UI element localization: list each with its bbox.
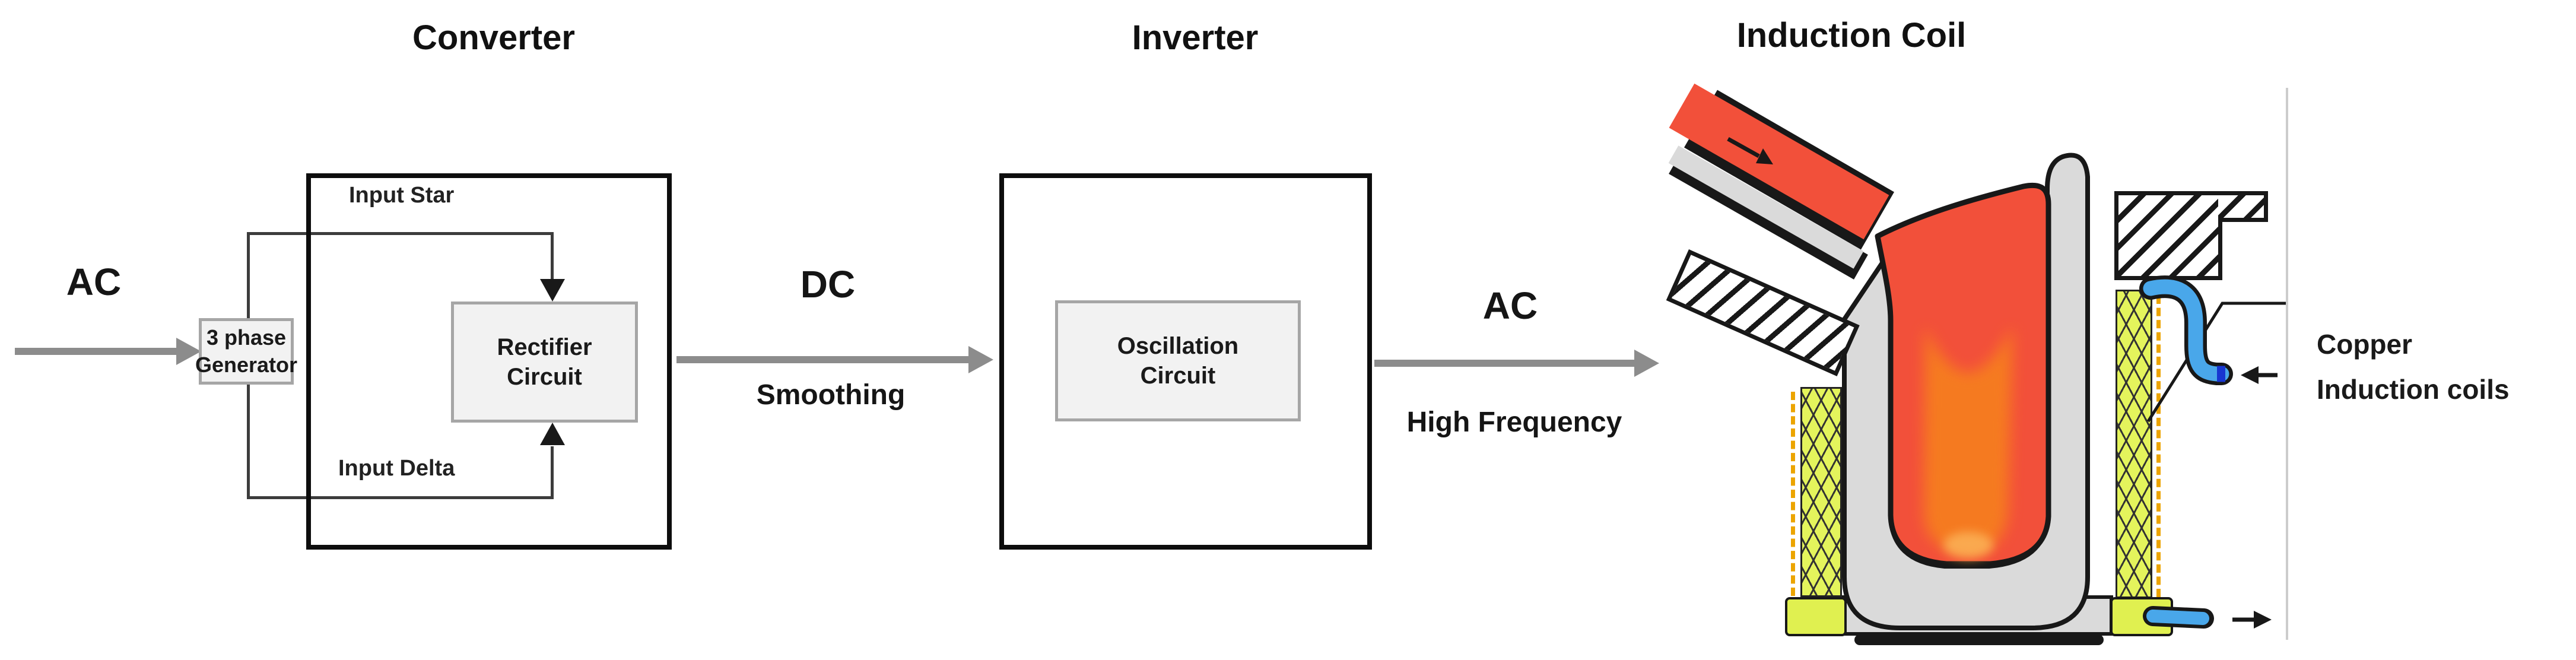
left-coil-dash-marks [1791,392,1795,596]
dc-arrow-icon [968,346,993,373]
water-pipe-inlet [2143,279,2229,382]
water-in-arrow-icon [2241,366,2259,384]
right-coil-dash-marks [2156,296,2161,597]
water-pipe-outlet [2146,610,2209,625]
input-delta-label: Input Delta [338,456,455,481]
left-coil-foot-block [1785,597,1847,636]
furnace-illustration [1666,71,2291,650]
oscillation-circuit-box: Oscillation Circuit [1055,300,1301,421]
spout-arrow-icon [1756,148,1773,164]
down-arrowhead-icon [540,279,565,302]
molten-metal-glow-bottom [1943,532,1993,558]
input-star-label: Input Star [349,183,455,208]
right-induction-coil-column [2116,290,2152,598]
right-lid-hatched-flange [2218,191,2268,222]
inverter-box [999,173,1372,550]
water-out-arrow-icon [2254,611,2272,629]
rectifier-label-line1: Rectifier [497,334,592,360]
ac-input-label: AC [66,261,122,303]
ac-input-arrow-icon [176,338,201,365]
high-frequency-label: High Frequency [1406,407,1622,438]
oscillation-label-line2: Circuit [1140,363,1216,389]
coil-label-leader-line [2146,302,2286,423]
generator-label-line2: Generator [195,353,298,377]
star-drop-wire [551,232,554,282]
copper-coils-label: Copper Induction coils [2317,322,2510,412]
spout-underside-gray [1669,145,1864,269]
delta-rise-wire [551,446,554,499]
molten-metal-glow [1924,326,2013,554]
spout-arrow-shaft [1727,137,1760,158]
input-delta-wire [247,496,554,499]
inverter-title: Inverter [1132,18,1259,57]
converter-title: Converter [412,18,575,57]
ac-input-arrow-shaft [15,348,177,355]
ac-output-arrow-icon [1634,350,1659,377]
copper-coils-label-line2: Induction coils [2317,374,2510,405]
oscillation-label-line1: Oscillation [1117,333,1239,359]
rectifier-label-line2: Circuit [507,364,582,390]
dc-label: DC [800,263,856,306]
furnace-base-drawing [1669,83,2113,645]
spout-molten-metal [1669,83,1889,240]
ac-output-arrow-shaft [1374,360,1635,367]
generator-label-line1: 3 phase [206,325,287,350]
converter-box [306,173,672,550]
copper-coils-label-line1: Copper [2317,329,2412,360]
ac-output-label: AC [1482,284,1538,327]
left-induction-coil-column [1800,387,1842,597]
smoothing-label: Smoothing [756,379,906,411]
furnace-front-drawing [2139,88,2288,640]
induction-coil-title: Induction Coil [1736,16,1967,55]
three-phase-generator-box: 3 phase Generator [195,318,297,385]
dc-arrow-shaft [676,356,970,363]
rectifier-circuit-box: Rectifier Circuit [451,302,638,423]
input-star-wire [247,232,554,235]
up-arrowhead-icon [540,423,565,445]
